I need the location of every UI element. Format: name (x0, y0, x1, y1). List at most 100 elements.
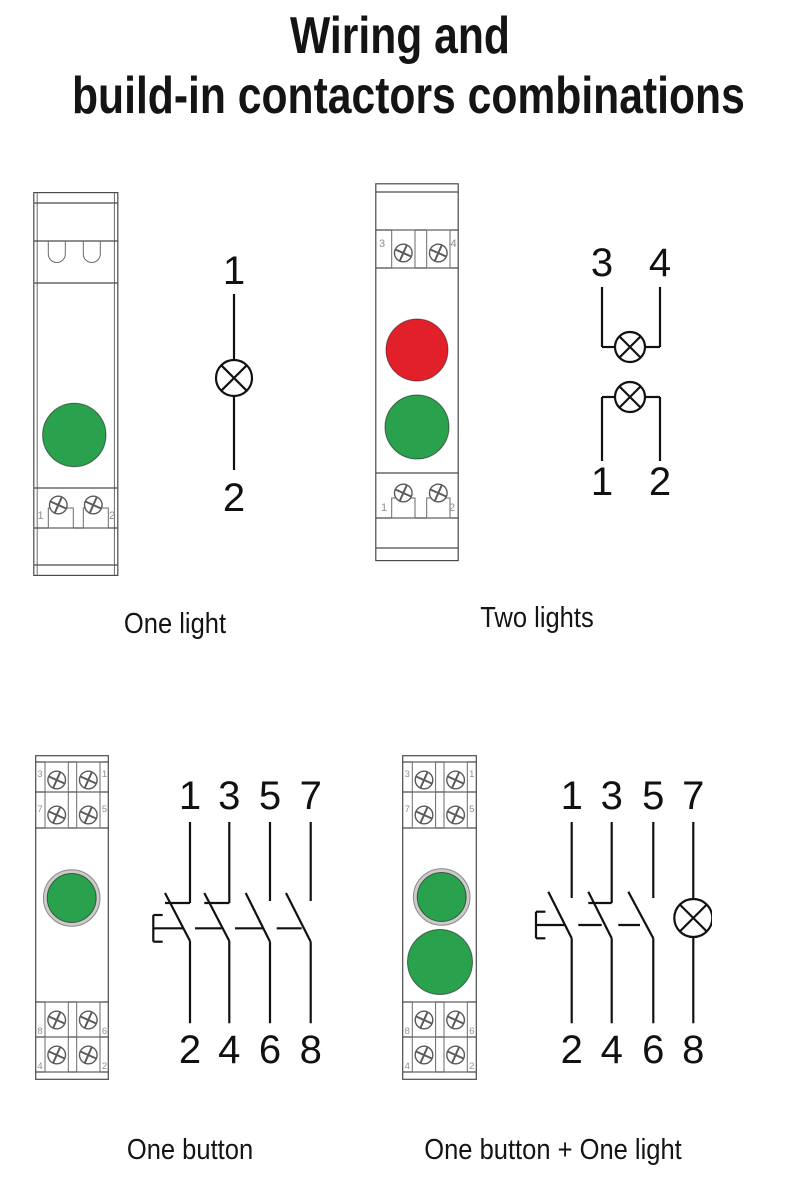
circuit-terminal-number: 3 (591, 241, 613, 285)
circuit-terminal-number: 4 (218, 1028, 240, 1072)
module-one-light: 1 2 (33, 191, 119, 576)
no-contact (547, 891, 573, 939)
circuit-one-light: 1 2 (214, 249, 254, 520)
terminal-label: 3 (405, 769, 410, 780)
circuit-terminal-number: 2 (561, 1028, 583, 1072)
terminal-label: 6 (102, 1026, 107, 1037)
module-housing (33, 191, 119, 576)
circuit-terminal-number: 6 (642, 1028, 664, 1072)
bottom-terminal-block: 1 2 (381, 480, 455, 519)
page-title-line-1: Wiring and (290, 7, 510, 65)
red-light (385, 318, 449, 382)
lamp-icon (613, 380, 647, 414)
terminal-row-3: 8 6 (37, 1001, 107, 1038)
terminal-label: 7 (405, 804, 410, 815)
circuit-two-lights: 3 4 1 2 (591, 241, 671, 502)
terminal-label: 4 (405, 1061, 410, 1072)
circuit-terminal-number: 2 (223, 476, 245, 520)
circuit-terminal-number: 4 (649, 241, 671, 285)
green-light (407, 929, 473, 995)
green-light (384, 394, 450, 460)
circuit-terminal-number: 5 (642, 774, 664, 818)
circuit-terminal-number: 4 (601, 1028, 623, 1072)
circuit-one-button-one-light: 1 3 5 7 2 4 6 (534, 774, 712, 1072)
green-button (42, 869, 101, 927)
bottom-terminal-numbers: 2 4 6 8 (179, 1028, 322, 1072)
terminal-label: 1 (381, 502, 387, 514)
terminal-row-4: 4 2 (37, 1036, 107, 1073)
terminal-label: 8 (37, 1026, 42, 1037)
terminal-label: 2 (109, 510, 115, 522)
lower-wires (188, 941, 312, 1024)
circuit-terminal-number: 3 (601, 774, 623, 818)
circuit-one-button: 1 3 5 7 2 4 6 (152, 774, 322, 1072)
circuit-terminal-number: 8 (300, 1028, 322, 1072)
top-slot-right (82, 241, 101, 263)
module-two-lights: 3 4 1 2 (375, 183, 459, 562)
terminal-label: 5 (469, 804, 474, 815)
circuit-terminal-number: 1 (179, 774, 201, 818)
circuit-terminal-number: 7 (682, 774, 704, 818)
terminal-label: 1 (102, 769, 107, 780)
terminal-label: 3 (379, 238, 385, 250)
circuit-terminal-number: 8 (682, 1028, 704, 1072)
circuit-terminal-number: 1 (591, 460, 613, 502)
page-title: Wiring and build-in contactors combinati… (72, 6, 745, 126)
wires-lower (600, 395, 662, 461)
top-terminal-numbers: 1 3 5 7 (179, 774, 322, 818)
green-button (412, 868, 471, 926)
terminal-label: 4 (450, 238, 456, 250)
push-actuator-icon (534, 910, 565, 940)
lamp-icon (673, 897, 712, 939)
terminal-label: 6 (469, 1026, 474, 1037)
terminal-label: 5 (102, 804, 107, 815)
terminal-label: 4 (37, 1061, 42, 1072)
circuit-terminal-number: 7 (300, 774, 322, 818)
terminal-row-2: 7 5 (405, 791, 474, 829)
circuit-terminal-number: 2 (649, 460, 671, 502)
top-terminal-numbers: 1 3 5 7 (561, 774, 705, 818)
lamp-icon (214, 358, 254, 398)
module-one-button-one-light: 3 1 7 5 8 6 4 2 (402, 755, 477, 1080)
nc-contact (203, 892, 231, 942)
green-light (42, 402, 107, 468)
upper-wires (570, 822, 695, 903)
caption-two-lights: Two lights (480, 602, 594, 634)
lamp-icon (613, 330, 647, 364)
terminal-label: 2 (102, 1061, 107, 1072)
terminal-row-1: 3 1 (37, 761, 107, 793)
caption-one-button: One button (126, 1134, 254, 1166)
bottom-terminal-block: 1 2 (37, 492, 115, 529)
terminal-label: 3 (37, 769, 42, 780)
wires-upper (600, 287, 662, 349)
push-actuator-icon (152, 913, 184, 943)
top-slot-left (47, 241, 66, 263)
no-contact (627, 891, 655, 939)
no-contact (285, 892, 312, 943)
circuit-terminal-number: 3 (218, 774, 240, 818)
nc-contact (587, 891, 613, 939)
upper-wires (188, 822, 312, 903)
terminal-row-2: 7 5 (37, 791, 107, 829)
nc-contact (164, 892, 191, 942)
terminal-row-4: 4 2 (405, 1036, 474, 1073)
circuit-terminal-number: 1 (223, 249, 245, 293)
caption-one-button-one-light: One button + One light (424, 1134, 682, 1166)
circuit-terminal-number: 2 (179, 1028, 201, 1072)
terminal-label: 1 (469, 769, 474, 780)
terminal-label: 1 (37, 510, 43, 522)
bottom-terminal-numbers: 2 4 6 8 (561, 1028, 705, 1072)
terminal-label: 8 (405, 1026, 410, 1037)
terminal-label: 2 (449, 502, 455, 514)
module-one-button: 3 1 7 5 8 6 4 2 (35, 755, 109, 1080)
caption-one-light: One light (123, 608, 227, 640)
lower-wires (570, 937, 695, 1024)
circuit-terminal-number: 5 (259, 774, 281, 818)
circuit-terminal-number: 1 (561, 774, 583, 818)
circuit-terminal-number: 6 (259, 1028, 281, 1072)
terminal-row-3: 8 6 (405, 1001, 474, 1038)
terminal-label: 2 (469, 1061, 474, 1072)
top-terminal-block: 3 4 (379, 229, 457, 269)
terminal-label: 7 (37, 804, 42, 815)
